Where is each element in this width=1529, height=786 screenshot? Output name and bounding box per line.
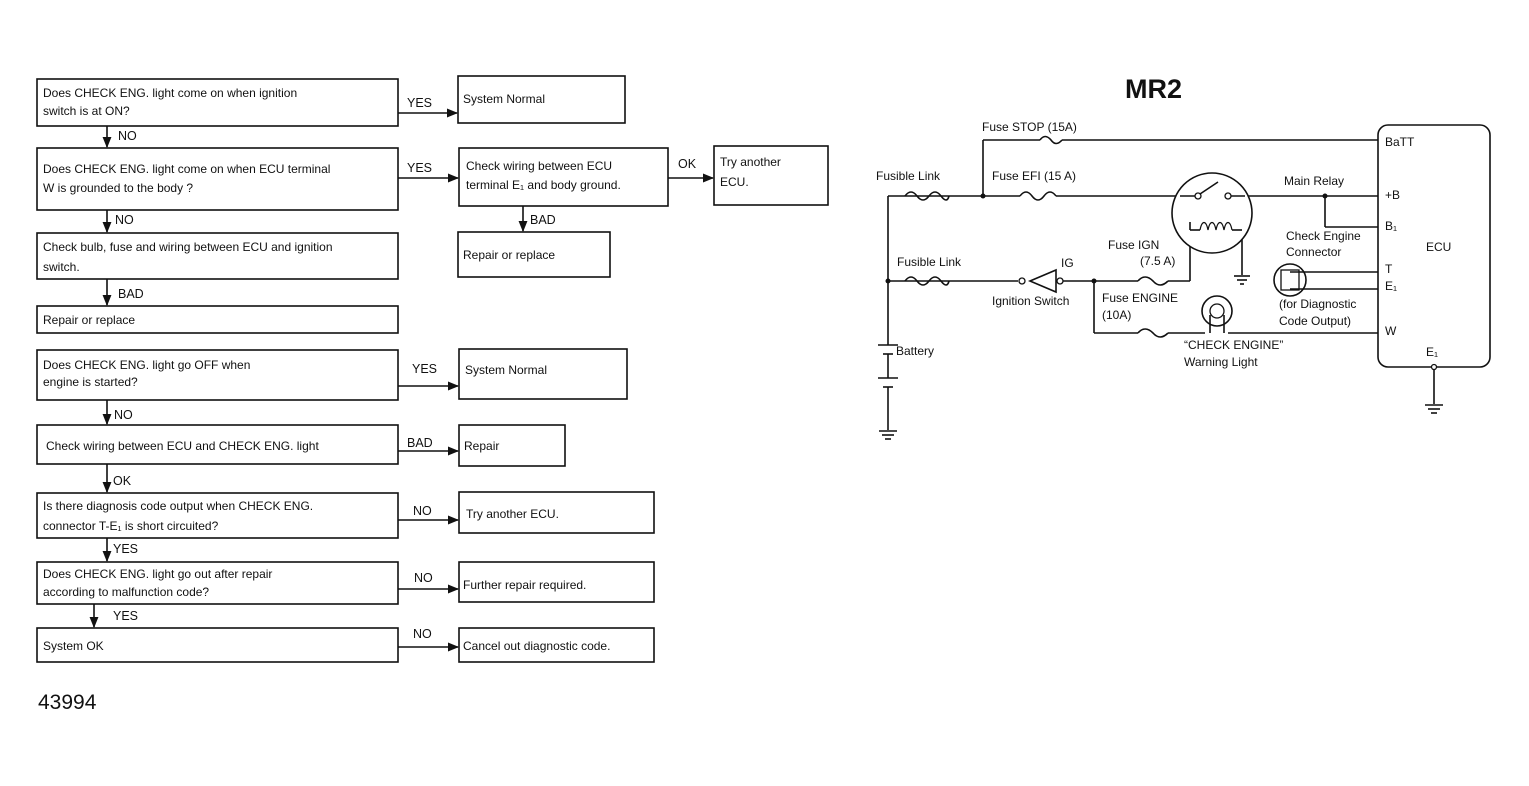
terminal-w: W (1385, 324, 1397, 338)
flowchart: Does CHECK ENG. light come on when ignit… (36, 75, 829, 663)
r7-text: Further repair required. (463, 578, 586, 592)
r3-text: Repair or replace (43, 313, 135, 327)
label-bad-3: BAD (118, 287, 144, 301)
label-no-4: NO (114, 408, 133, 422)
label-yes-2: YES (407, 161, 432, 175)
terminal-e1-ground: E₁ (1426, 345, 1438, 359)
figure-number: 43994 (38, 691, 97, 714)
label-no-7: NO (414, 571, 433, 585)
q2-box: Does CHECK ENG. light come on when ECU t… (36, 147, 399, 211)
q8-text: System OK (43, 639, 104, 653)
main-relay-icon (1171, 172, 1253, 254)
terminal-t: T (1385, 262, 1393, 276)
battery-ground-icon (879, 430, 897, 440)
label-no-8: NO (413, 627, 432, 641)
r7-box: Further repair required. (458, 561, 655, 603)
c3-box: Check bulb, fuse and wiring between ECU … (36, 232, 399, 280)
label-yes-6: YES (113, 542, 138, 556)
warning-light-label: “CHECK ENGINE”Warning Light (1184, 338, 1283, 369)
wires (887, 139, 1435, 430)
fusible-link-1-icon (904, 191, 950, 201)
q6-box: Is there diagnosis code output when CHEC… (36, 492, 399, 539)
q7-text: Does CHECK ENG. light go out after repai… (43, 567, 272, 599)
label-no-6: NO (413, 504, 432, 518)
label-yes-1: YES (407, 96, 432, 110)
flow-connectors (89, 108, 715, 652)
terminal-b1: B₁ (1385, 219, 1397, 233)
wiring-diagram: MR2 ECU BaTT +B B₁ T E₁ W E₁ (876, 74, 1491, 440)
battery-icon (878, 344, 898, 388)
q1-text: Does CHECK ENG. light come on when ignit… (43, 86, 297, 118)
r5-text: Repair (464, 439, 499, 453)
label-no-2: NO (115, 213, 134, 227)
fuse-stop-label: Fuse STOP (15A) (982, 120, 1077, 134)
r6-text: Try another ECU. (466, 507, 559, 521)
c3-text: Check bulb, fuse and wiring between ECU … (43, 240, 333, 274)
fuse-engine-icon (1137, 328, 1169, 338)
fuse-engine-label: Fuse ENGINE(10A) (1102, 291, 1178, 322)
ignition-switch-icon (1018, 268, 1064, 294)
terminal-e1-connector: E₁ (1385, 279, 1397, 293)
warning-light-bulb-icon (1201, 295, 1233, 333)
r2b-text: Repair or replace (463, 248, 555, 262)
r8-text: Cancel out diagnostic code. (463, 639, 610, 653)
label-bad-2: BAD (530, 213, 556, 227)
relay-ground-icon (1234, 275, 1250, 285)
q8-box: System OK (36, 627, 399, 663)
r4-box: System Normal (458, 348, 628, 400)
c5-text: Check wiring between ECU and CHECK ENG. … (46, 439, 319, 453)
terminal-batt: BaTT (1385, 135, 1415, 149)
label-bad-5: BAD (407, 436, 433, 450)
ecu-ground-icon (1425, 404, 1443, 414)
battery-label: Battery (896, 344, 934, 358)
q2-text: Does CHECK ENG. light come on when ECU t… (43, 162, 330, 195)
r8-box: Cancel out diagnostic code. (458, 627, 655, 663)
fusible-link-2-icon (904, 276, 950, 286)
fuse-stop-icon (1039, 135, 1063, 145)
label-ok-5: OK (113, 474, 132, 488)
label-yes-4: YES (412, 362, 437, 376)
r2b-box: Repair or replace (457, 231, 611, 278)
r6-box: Try another ECU. (458, 491, 655, 534)
fusible-link-1-label: Fusible Link (876, 169, 941, 183)
fuse-ign-icon (1137, 276, 1169, 286)
r1-text: System Normal (463, 92, 545, 106)
r1-box: System Normal (457, 75, 626, 124)
r3-box: Repair or replace (36, 305, 399, 334)
main-relay-label: Main Relay (1284, 174, 1344, 188)
fuse-efi-icon (1019, 191, 1057, 201)
ig-label: IG (1061, 256, 1074, 270)
flow-labels: YES NO YES OK NO BAD BAD YES NO BAD OK N… (113, 96, 697, 641)
q7-box: Does CHECK ENG. light go out after repai… (36, 561, 399, 605)
fuse-efi-label: Fuse EFI (15 A) (992, 169, 1076, 183)
fusible-link-2-label: Fusible Link (897, 255, 962, 269)
terminal-plus-b: +B (1385, 188, 1400, 202)
q6-text: Is there diagnosis code output when CHEC… (43, 499, 313, 533)
label-no-1: NO (118, 129, 137, 143)
q1-box: Does CHECK ENG. light come on when ignit… (36, 78, 399, 127)
label-yes-7: YES (113, 609, 138, 623)
fuse-ign-label: Fuse IGN(7.5 A) (1108, 238, 1175, 268)
r4-text: System Normal (465, 363, 547, 377)
wiring-title: MR2 (1125, 74, 1182, 104)
ecu-label: ECU (1426, 240, 1451, 254)
r5-box: Repair (458, 424, 566, 467)
ignition-switch-label: Ignition Switch (992, 294, 1069, 308)
label-ok-2: OK (678, 157, 697, 171)
check-engine-connector-icon (1273, 263, 1308, 297)
c5-box: Check wiring between ECU and CHECK ENG. … (36, 424, 399, 465)
